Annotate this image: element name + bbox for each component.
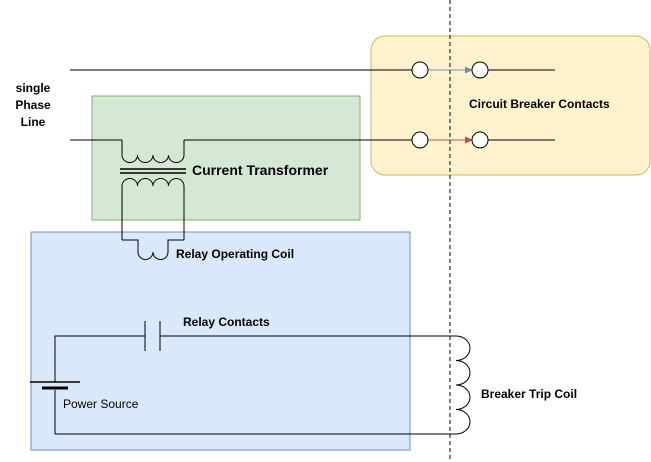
contact-arrowhead-bottom [465,136,473,144]
current-transformer-label: Current Transformer [192,162,329,178]
relay-operating-coil [122,239,184,260]
phase-line-label-1: single [15,81,51,95]
contact-arrowhead-top [465,66,473,74]
breaker-terminal-bottom-left [411,131,429,149]
relay-circuit-box [30,231,411,451]
circuit-breaker-contacts-label: Circuit Breaker Contacts [469,97,610,111]
relay-operating-coil-label: Relay Operating Coil [176,247,295,261]
phase-line-label: single Phase Line [8,80,58,131]
phase-line-label-3: Line [20,115,46,129]
power-source-label: Power Source [63,397,139,411]
breaker-terminal-top-left [411,61,429,79]
breaker-terminal-bottom-right [471,131,489,149]
breaker-terminal-top-right [471,61,489,79]
trip-circuit-top-wire [54,335,145,382]
ct-primary-winding [121,140,185,163]
phase-line-label-2: Phase [15,98,51,112]
breaker-trip-coil [455,335,471,435]
breaker-trip-coil-label: Breaker Trip Coil [481,387,578,401]
current-transformer-box [91,95,361,221]
relay-contacts-label: Relay Contacts [183,315,270,329]
ct-secondary-winding [121,178,185,240]
